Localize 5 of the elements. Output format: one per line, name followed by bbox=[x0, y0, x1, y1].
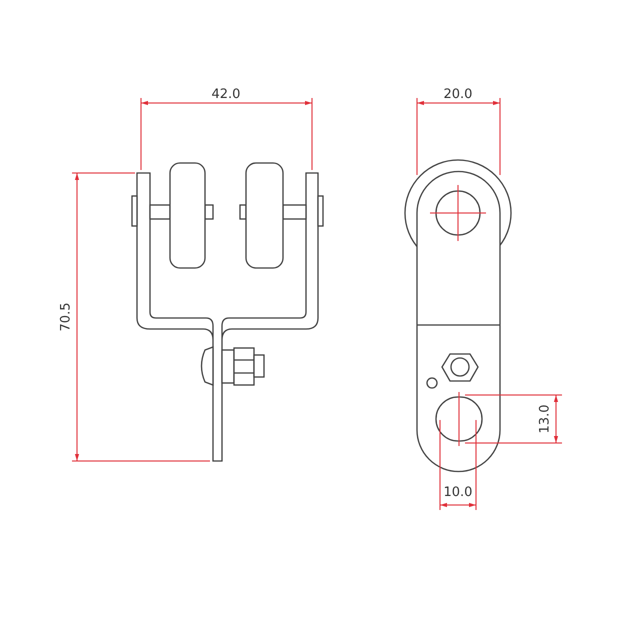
dimension-label: 20.0 bbox=[444, 88, 472, 102]
dimension-label: 13.0 bbox=[538, 404, 552, 434]
dimension-label: 70.5 bbox=[58, 302, 73, 332]
dimension-label: 10.0 bbox=[444, 486, 472, 500]
dimension-label: 42.0 bbox=[212, 88, 240, 102]
